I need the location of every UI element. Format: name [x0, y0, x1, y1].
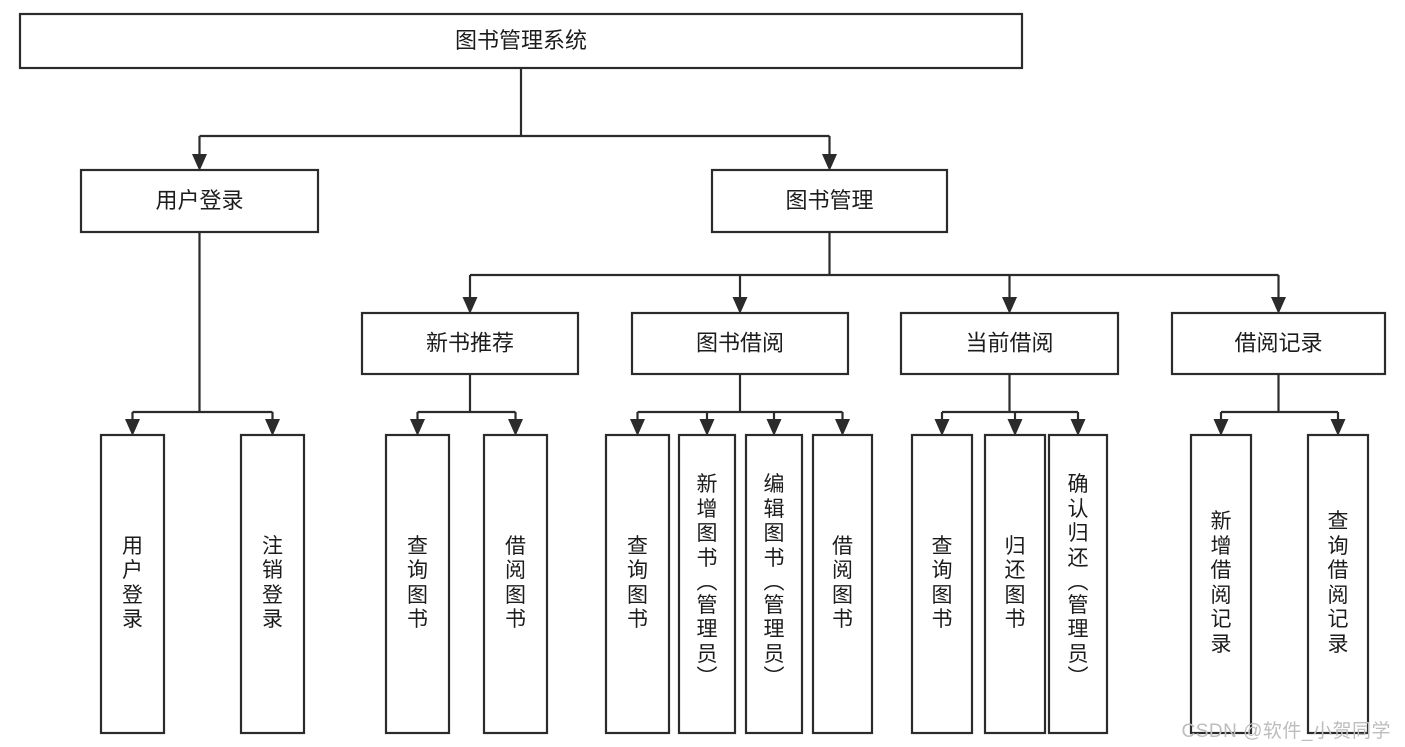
- node-box-leaf-query-record[interactable]: [1306, 433, 1370, 735]
- watermark-text: CSDN @软件_小贺同学: [1181, 721, 1391, 742]
- node-box-leaf-add-book[interactable]: [677, 433, 737, 735]
- node-box-leaf-borrow-book-1[interactable]: [482, 433, 549, 735]
- arrow-head-leaf-return-book: [1007, 419, 1023, 436]
- node-box-leaf-query-book-1[interactable]: [384, 433, 451, 735]
- arrow-head-leaf-query-book-1: [410, 419, 425, 436]
- node-box-leaf-confirm-return[interactable]: [1047, 433, 1109, 735]
- arrow-head-new-book-recommend: [462, 297, 478, 314]
- node-box-leaf-return-book[interactable]: [983, 433, 1047, 735]
- node-box-leaf-edit-book[interactable]: [744, 433, 804, 735]
- arrow-head-leaf-query-book-2: [630, 419, 645, 436]
- node-label-current-borrow: 当前借阅: [965, 330, 1053, 355]
- arrow-head-user-login: [192, 154, 207, 171]
- node-box-leaf-borrow-book-2[interactable]: [811, 433, 874, 735]
- node-label-book-manage: 图书管理: [785, 188, 873, 213]
- arrow-head-current-borrow: [1002, 297, 1017, 314]
- node-label-new-book-recommend: 新书推荐: [426, 330, 514, 355]
- arrow-head-book-manage: [822, 154, 837, 171]
- node-box-new-book-recommend[interactable]: [360, 311, 580, 376]
- arrow-head-leaf-borrow-book-2: [835, 419, 850, 436]
- node-box-leaf-user-login[interactable]: [99, 433, 166, 735]
- node-box-current-borrow[interactable]: [899, 311, 1120, 376]
- node-label-book-borrow: 图书借阅: [696, 330, 784, 355]
- node-box-leaf-add-record[interactable]: [1189, 433, 1253, 735]
- edges-layer: [125, 68, 1346, 436]
- node-box-leaf-query-book-3[interactable]: [910, 433, 974, 735]
- node-box-book-manage[interactable]: [710, 168, 949, 234]
- node-label-root: 图书管理系统: [455, 28, 587, 53]
- arrow-head-leaf-add-record: [1213, 419, 1229, 436]
- arrow-head-leaf-add-book: [699, 419, 715, 436]
- node-box-leaf-logout[interactable]: [239, 433, 306, 735]
- node-box-book-borrow[interactable]: [630, 311, 850, 376]
- arrow-head-borrow-record: [1271, 297, 1286, 314]
- arrow-head-leaf-confirm-return: [1070, 419, 1086, 436]
- node-label-user-login: 用户登录: [155, 188, 243, 213]
- node-label-borrow-record: 借阅记录: [1234, 330, 1322, 355]
- arrow-head-leaf-borrow-book-1: [508, 419, 523, 436]
- arrow-head-leaf-query-record: [1330, 419, 1346, 436]
- node-box-leaf-query-book-2[interactable]: [604, 433, 671, 735]
- node-box-borrow-record[interactable]: [1170, 311, 1387, 376]
- arrow-head-leaf-query-book-3: [934, 419, 950, 436]
- node-box-root[interactable]: [18, 12, 1024, 70]
- arrow-head-leaf-user-login: [125, 419, 140, 436]
- node-box-user-login[interactable]: [79, 168, 320, 234]
- arrow-head-leaf-logout: [265, 419, 280, 436]
- arrow-head-book-borrow: [732, 297, 748, 314]
- arrow-head-leaf-edit-book: [766, 419, 782, 436]
